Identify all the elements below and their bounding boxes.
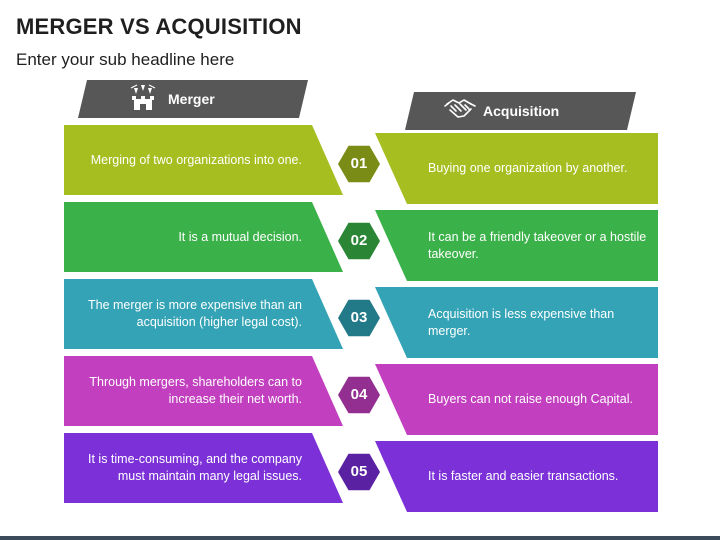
step-number: 03 <box>350 309 368 326</box>
merger-text: Merging of two organizations into one. <box>90 152 302 167</box>
acquisition-band <box>375 287 658 358</box>
number-hexagon <box>332 294 386 342</box>
page-title: MERGER VS ACQUISITION <box>16 14 302 39</box>
merger-text: It is a mutual decision. <box>178 229 302 244</box>
merger-text: The merger is more expensive than an acq… <box>88 298 302 329</box>
merger-band <box>64 202 343 272</box>
page-subtitle: Enter your sub headline here <box>16 50 235 69</box>
step-number: 04 <box>350 386 368 403</box>
castle-icon <box>130 84 156 110</box>
merger-band <box>64 356 343 426</box>
merger-band <box>64 279 343 349</box>
number-hexagon <box>332 140 386 188</box>
acquisition-band <box>375 133 658 204</box>
acquisition-band <box>375 210 658 281</box>
number-hexagon <box>332 371 386 419</box>
acquisition-text: It is faster and easier transactions. <box>428 469 619 483</box>
acquisition-band <box>375 441 658 512</box>
step-number: 02 <box>350 232 368 249</box>
merger-header-label: Merger <box>168 91 215 107</box>
merger-text: It is time-consuming, and the company mu… <box>88 452 302 483</box>
acquisition-text: It can be a friendly takeover or a hosti… <box>428 229 647 261</box>
handshake-icon <box>444 99 476 118</box>
acquisition-text: Buying one organization by another. <box>428 161 628 175</box>
number-hexagon <box>332 448 386 496</box>
acquisition-text: Buyers can not raise enough Capital. <box>428 392 633 406</box>
step-number: 05 <box>350 463 368 480</box>
acquisition-text: Acquisition is less expensive than merge… <box>428 306 615 338</box>
acquisition-header-label: Acquisition <box>483 103 560 119</box>
merger-text: Through mergers, shareholders can to inc… <box>89 375 302 406</box>
merger-band <box>64 433 343 503</box>
merger-band <box>64 125 343 195</box>
step-number: 01 <box>350 155 368 172</box>
acquisition-band <box>375 364 658 435</box>
number-hexagon <box>332 217 386 265</box>
footer-bar <box>0 536 720 540</box>
